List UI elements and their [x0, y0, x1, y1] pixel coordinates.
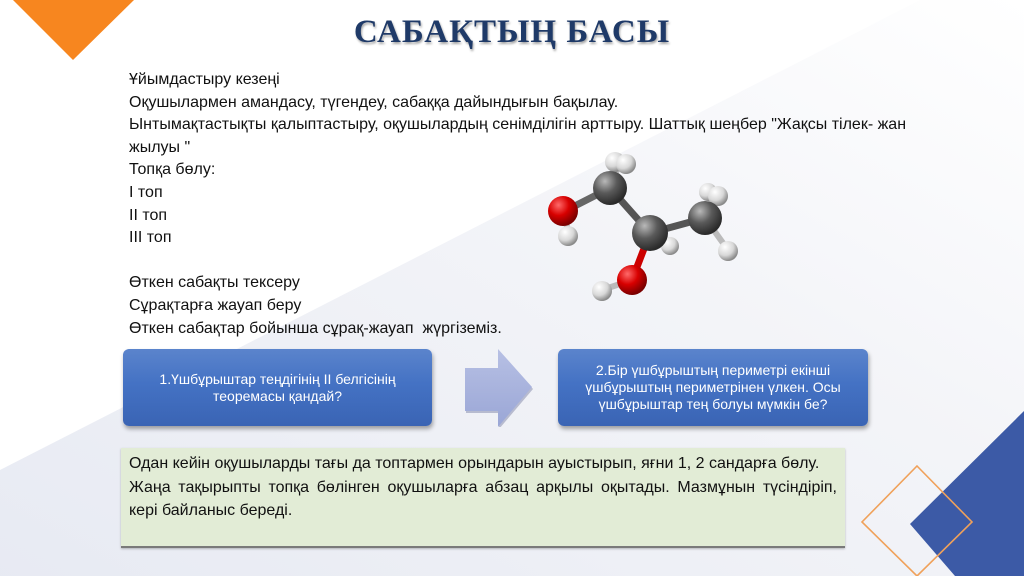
- slide-title-text: САБАҚТЫҢ БАСЫ: [353, 14, 671, 50]
- text-line: III топ: [129, 229, 172, 247]
- slide-title: САБАҚТЫҢ БАСЫ: [0, 14, 1024, 51]
- text-line: Топқа бөлу:: [129, 161, 216, 179]
- molecule-image: [548, 152, 738, 301]
- text-line: I топ: [129, 183, 163, 201]
- text-line: Оқушылармен амандасу, түгендеу, сабаққа …: [129, 93, 619, 111]
- text-line: Сұрақтарға жауап беру: [129, 296, 302, 314]
- note-paragraph-2: Жаңа тақырыпты топқа бөлінген оқушыларға…: [129, 478, 837, 520]
- text-line: II топ: [129, 206, 168, 224]
- text-line: Ұйымдастыру кезеңі: [129, 71, 280, 88]
- question-box-1: 1.Үшбұрыштар теңдігінің ІІ белгісінің те…: [123, 349, 432, 426]
- question-box-2: 2.Бір үшбұрыштың периметрі екінші үшбұры…: [558, 349, 868, 426]
- question-text-2: 2.Бір үшбұрыштың периметрі екінші үшбұры…: [585, 362, 841, 412]
- text-line: Өткен сабақтар бойынша сұрақ-жауап жүргі…: [129, 319, 502, 337]
- orange-triangle-decoration: [13, 0, 134, 60]
- right-arrow-icon: [465, 349, 533, 427]
- note-paragraph-1: Одан кейін оқушыларды тағы да топтармен …: [129, 455, 820, 472]
- lesson-text-block: Ұйымдастыру кезеңі Оқушылармен амандасу,…: [129, 69, 969, 340]
- text-line: жылуы ": [129, 138, 191, 156]
- question-text-1: 1.Үшбұрыштар теңдігінің ІІ белгісінің те…: [159, 370, 396, 404]
- text-line: Ынтымақтастықты қалыптастыру, оқушыларды…: [129, 116, 907, 134]
- note-box: Одан кейін оқушыларды тағы да топтармен …: [121, 448, 845, 548]
- text-line: Өткен сабақты тексеру: [129, 274, 300, 292]
